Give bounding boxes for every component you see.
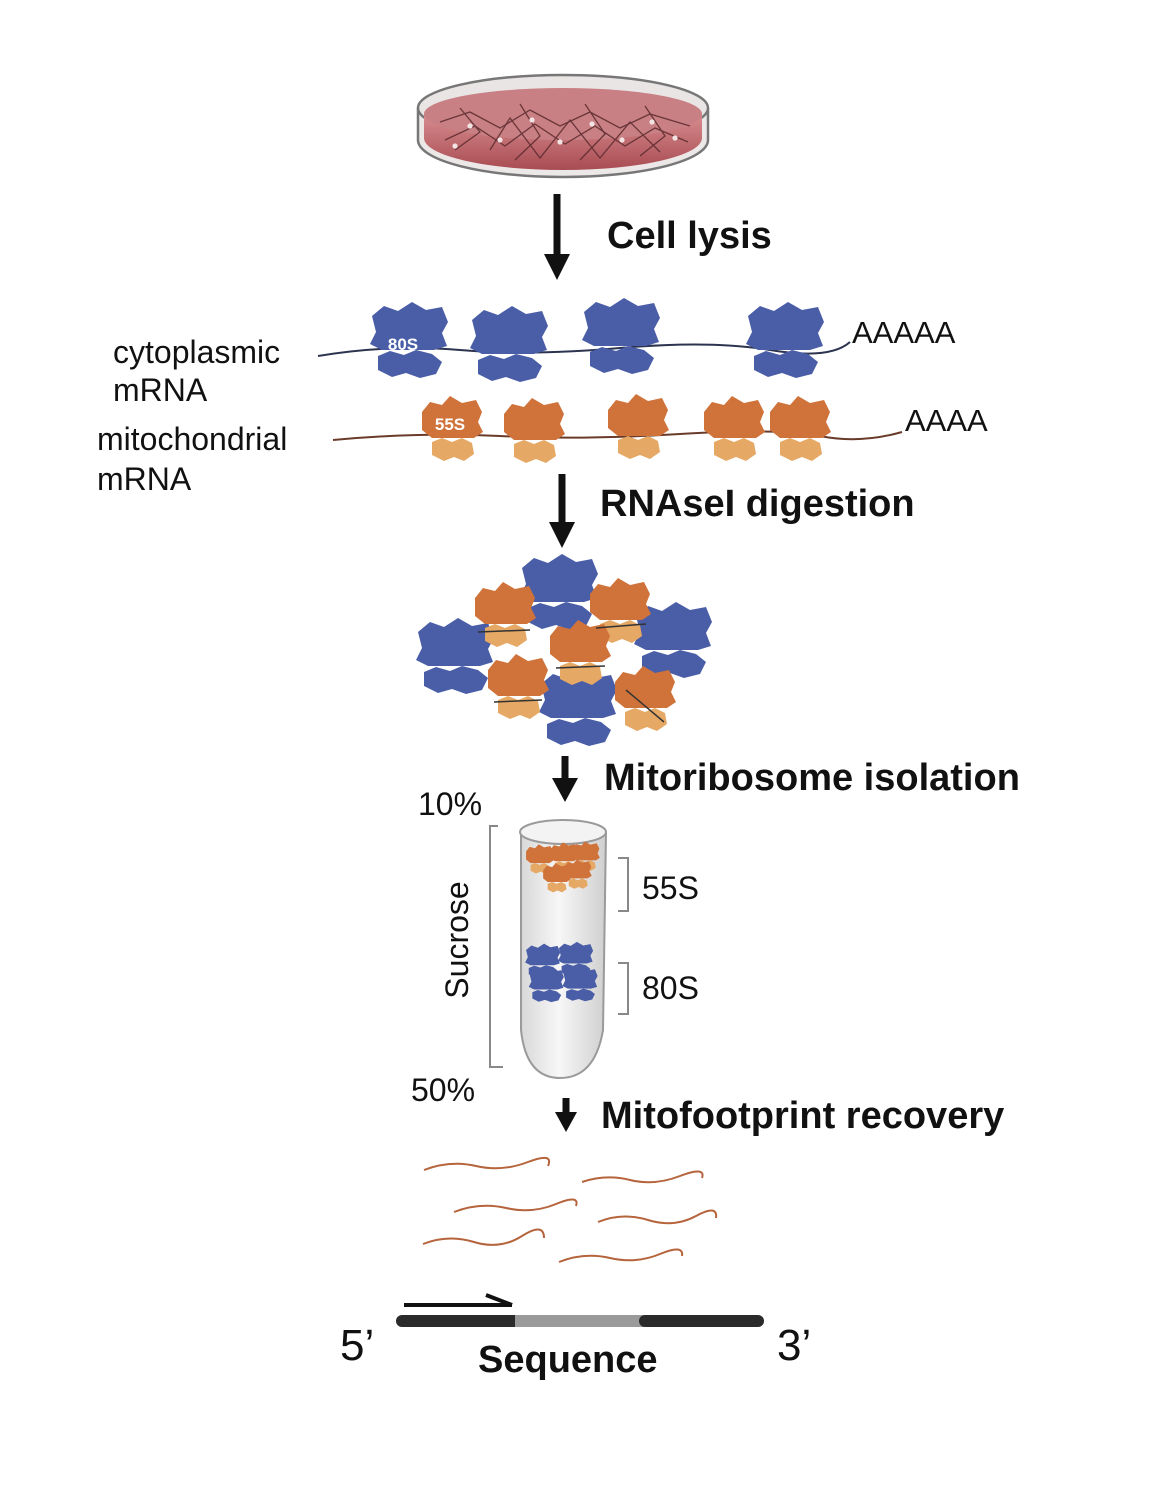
arrow-down-icon — [549, 474, 575, 548]
step-rnase-digestion: RNAseI digestion — [600, 483, 915, 525]
five-prime-label: 5’ — [340, 1321, 374, 1370]
culture-dish-icon — [416, 73, 710, 179]
mitochondrial-mrna-label: mRNA — [97, 461, 192, 497]
ribosome-80s-icon — [746, 302, 824, 378]
step-mitoribosome-isolation: Mitoribosome isolation — [604, 757, 1020, 799]
cytoplasmic-label: cytoplasmic — [113, 334, 280, 370]
band-55s-label: 55S — [642, 870, 699, 906]
gradient-bracket — [489, 825, 503, 1068]
mitochondrial-label: mitochondrial — [97, 421, 287, 457]
cytoplasmic-poly-a-tail: AAAAA — [852, 315, 956, 350]
three-prime-label: 3’ — [777, 1321, 811, 1370]
ribosome-55s-icon — [704, 396, 765, 461]
ribosome-80s-icon — [470, 306, 548, 382]
ribosome-55s-icon — [608, 394, 669, 459]
sequence-label: Sequence — [478, 1339, 658, 1381]
gradient-top-label: 10% — [418, 786, 482, 822]
mitochondrial-poly-a-tail: AAAA — [905, 403, 988, 438]
centrifuge-tube-icon — [519, 819, 608, 1080]
ribosome-80s-label: 80S — [388, 335, 418, 354]
step-cell-lysis: Cell lysis — [607, 215, 772, 257]
ribosome-55s-label: 55S — [435, 415, 465, 434]
sequencing-primer-arrow — [404, 1293, 513, 1307]
sucrose-axis-label: Sucrose — [439, 881, 475, 998]
band-80s-label: 80S — [642, 970, 699, 1006]
ribosome-55s-icon — [504, 398, 565, 463]
ribosome-80s-icon — [582, 298, 660, 374]
step-mitofootprint-recovery: Mitofootprint recovery — [601, 1095, 1004, 1137]
arrow-down-icon — [552, 756, 578, 802]
cytoplasmic-mrna-label: mRNA — [113, 372, 208, 408]
arrow-down-icon — [544, 194, 570, 280]
band-80s-bracket — [618, 962, 629, 1015]
arrow-down-icon — [555, 1098, 577, 1132]
gradient-bottom-label: 50% — [411, 1072, 475, 1108]
ribosome-55s-icon — [770, 396, 831, 461]
band-55s-bracket — [618, 857, 629, 912]
mitofootprint-fragments — [422, 1156, 718, 1263]
digested-ribosomes — [416, 554, 712, 746]
